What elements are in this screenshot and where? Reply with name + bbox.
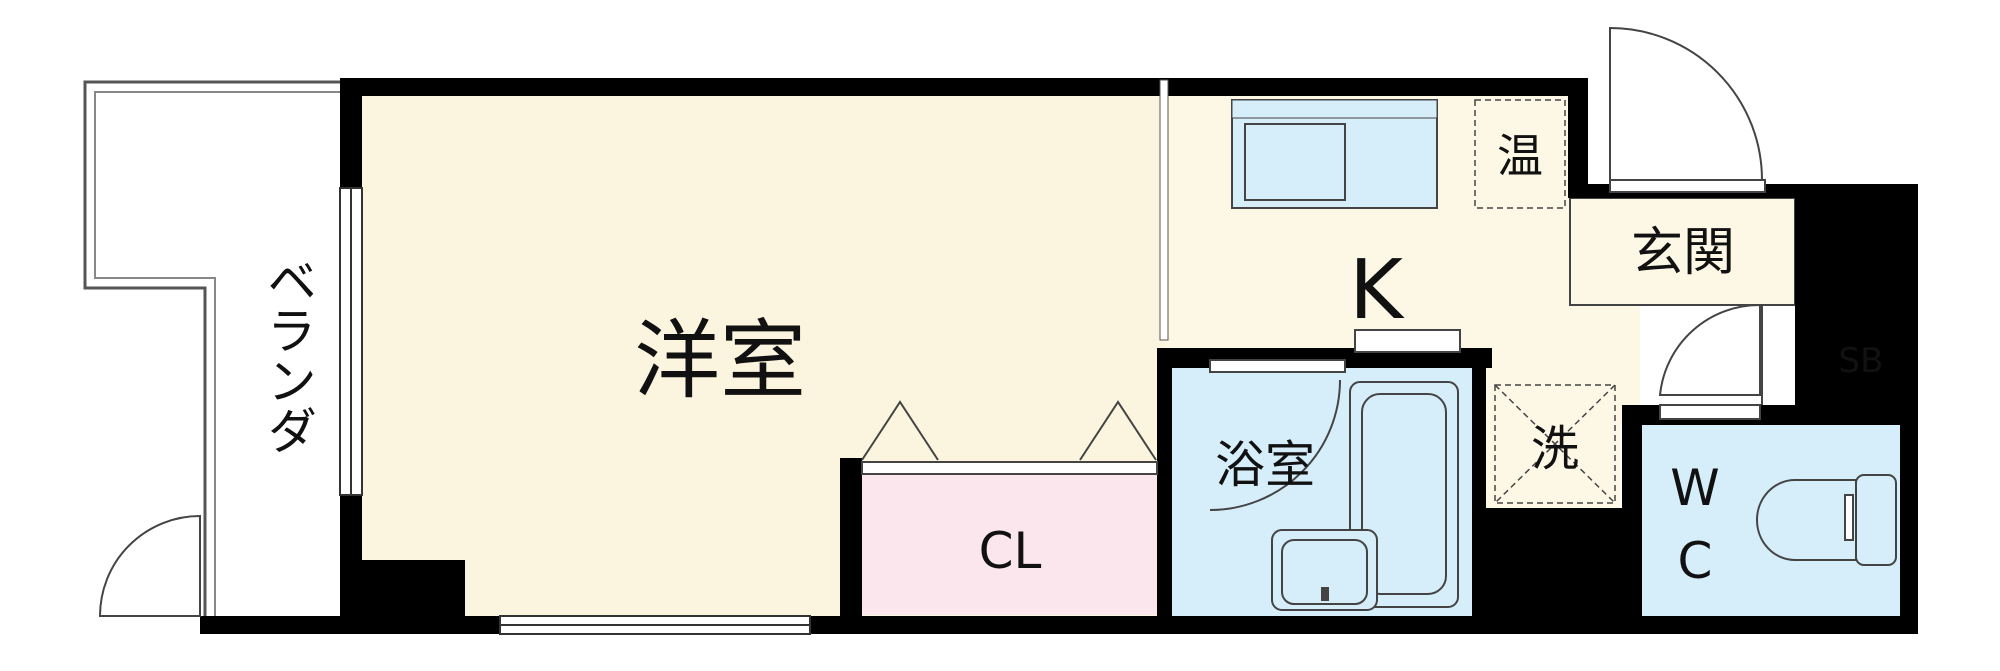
label-washer: 洗	[1531, 421, 1579, 477]
washer-space	[1494, 384, 1616, 504]
label-water-heater: 温	[1497, 129, 1543, 183]
kitchen-shelf	[1354, 329, 1461, 353]
label-closet: CL	[979, 522, 1042, 580]
label-bathroom: 浴室	[1215, 436, 1315, 494]
label-toilet-c: C	[1678, 532, 1713, 590]
label-shoe-box: SB	[1839, 341, 1884, 381]
entrance-door	[1609, 26, 1766, 193]
label-entrance: 玄関	[1631, 223, 1735, 283]
veranda-inner	[94, 91, 340, 616]
veranda-outline	[83, 80, 340, 616]
walls	[200, 78, 1918, 634]
label-kitchen: K	[1349, 243, 1405, 338]
windows	[339, 187, 811, 635]
label-veranda: ベランダ	[259, 255, 317, 455]
label-toilet-w: W	[1670, 459, 1719, 517]
closet-doors	[861, 400, 1158, 475]
kitchen-counter	[1231, 99, 1566, 209]
toilet-door	[1658, 303, 1763, 420]
label-western-room: 洋室	[634, 311, 806, 411]
toilet-fixture	[1756, 474, 1897, 566]
closet-floor	[862, 472, 1157, 615]
veranda-door-swing	[98, 514, 201, 617]
bathroom-fixtures	[1209, 359, 1459, 611]
